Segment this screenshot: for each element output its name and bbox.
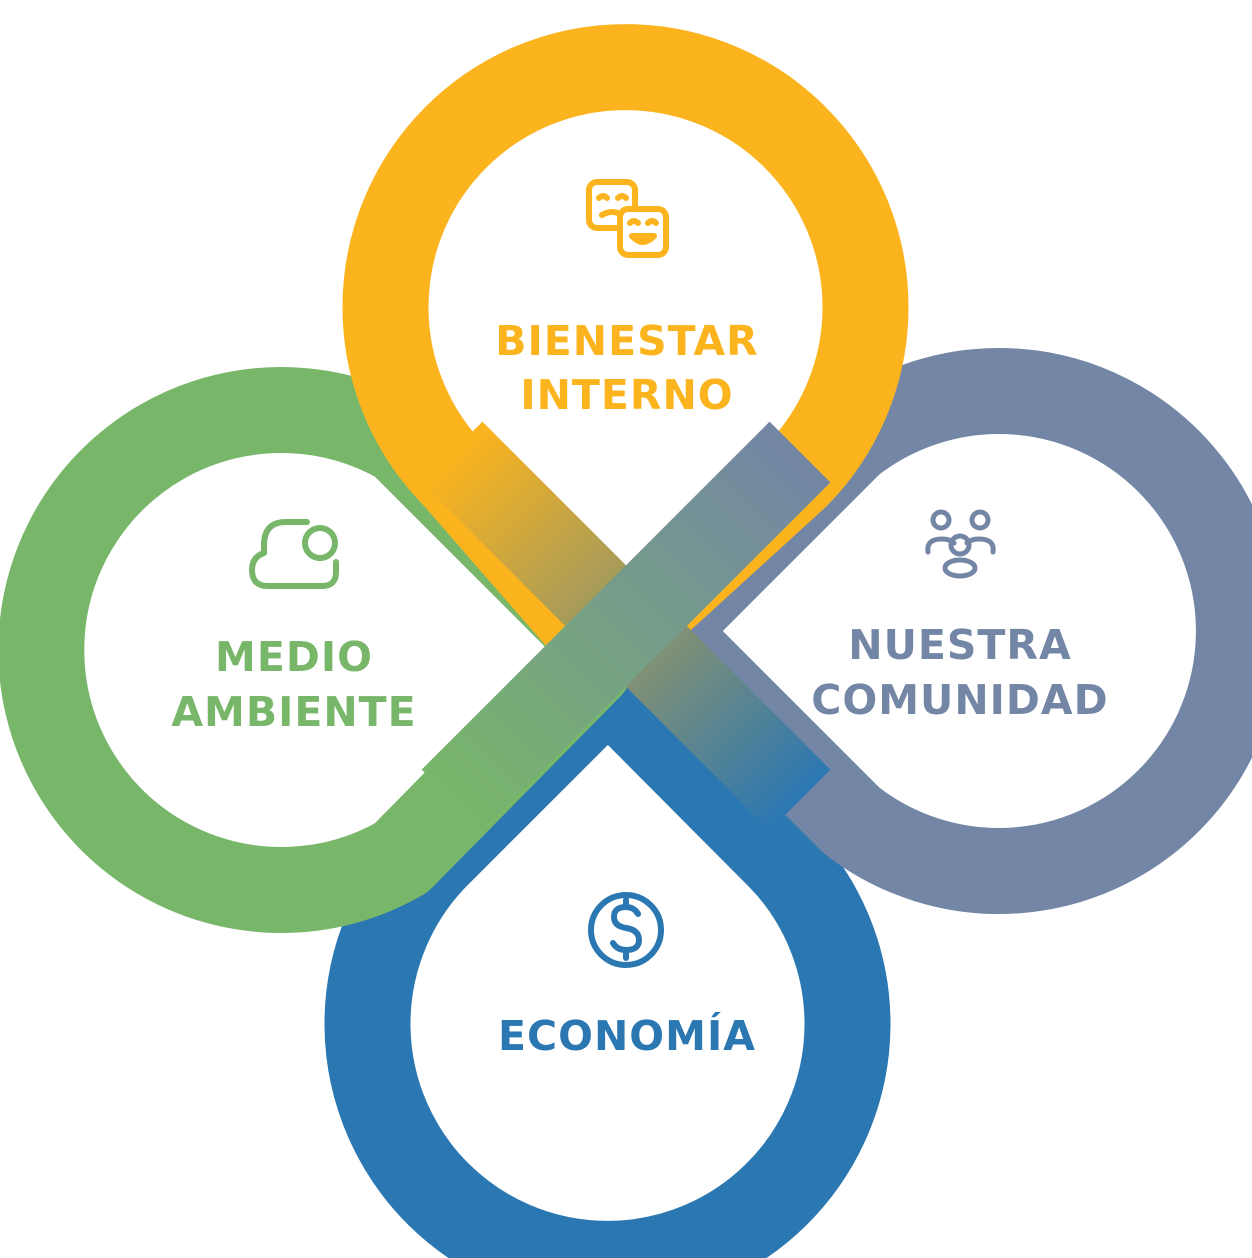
ambiente-label-line1: MEDIO	[215, 633, 373, 681]
sun-cloud-icon	[249, 519, 339, 589]
petal-ring-economia	[324, 623, 891, 1258]
smiley-faces-icon	[586, 179, 669, 258]
petal-bienestar: BIENESTAR INTERNO	[495, 179, 758, 419]
petal-economia: ECONOMÍA	[498, 892, 756, 1060]
petal-ring-bienestar	[342, 24, 909, 674]
crossing-band-ambiente-comunidad	[421, 421, 831, 831]
petal-ambiente: MEDIO AMBIENTE	[171, 519, 416, 736]
petal-ring-ambiente	[0, 367, 633, 933]
bienestar-label-line2: INTERNO	[520, 371, 733, 419]
petal-comunidad: NUESTRA COMUNIDAD	[811, 509, 1108, 724]
people-group-icon	[925, 509, 996, 579]
ambiente-label-line2: AMBIENTE	[171, 688, 416, 736]
comunidad-label-line1: NUESTRA	[848, 621, 1071, 669]
economia-label: ECONOMÍA	[498, 1012, 756, 1060]
dollar-coin-icon	[588, 892, 664, 968]
comunidad-label-line2: COMUNIDAD	[811, 676, 1108, 724]
bienestar-label-line1: BIENESTAR	[495, 317, 758, 365]
petal-ring-comunidad	[619, 348, 1252, 914]
